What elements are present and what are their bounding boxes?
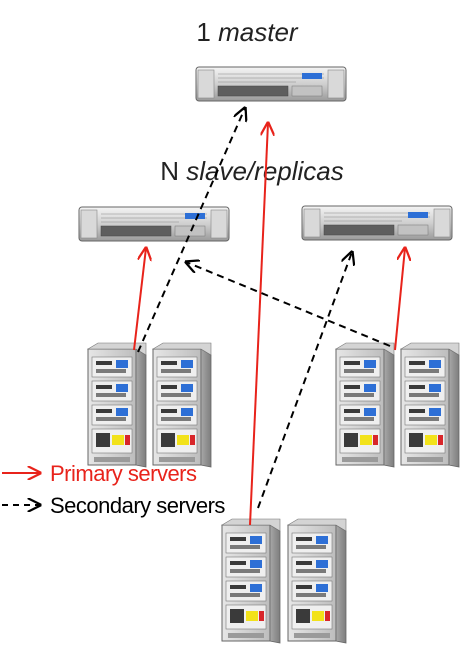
server-group-bottom (221, 518, 347, 644)
replica-server-icon-right (301, 205, 453, 241)
server-group-right (335, 342, 460, 468)
secondary-arrow-bottom-to-right-replica (257, 252, 352, 509)
tower-server-icon (335, 342, 395, 468)
primary-arrow-bottom-to-master (249, 123, 268, 526)
tower-server-icon (400, 342, 460, 468)
legend-primary: Primary servers (2, 461, 198, 486)
legend-secondary: Secondary servers (2, 493, 226, 518)
primary-arrow-left-to-replica (133, 248, 146, 351)
master-server-icon (195, 66, 347, 102)
tower-server-icon (152, 342, 212, 468)
master-label: 1 master (196, 17, 299, 47)
tower-server-icon (87, 342, 147, 468)
legend-primary-label: Primary servers (50, 461, 197, 486)
legend-secondary-label: Secondary servers (50, 493, 225, 518)
server-group-left (87, 342, 212, 468)
primary-arrow-right-to-replica (394, 248, 405, 351)
legend: Primary servers Secondary servers (2, 461, 226, 518)
tower-server-icon (287, 518, 347, 644)
secondary-arrow-left-to-master (137, 108, 245, 353)
tower-server-icon (221, 518, 281, 644)
secondary-arrow-right-to-left-replica (186, 262, 391, 347)
replica-server-icon-left (78, 206, 230, 242)
replicas-label: N slave/replicas (160, 156, 344, 186)
